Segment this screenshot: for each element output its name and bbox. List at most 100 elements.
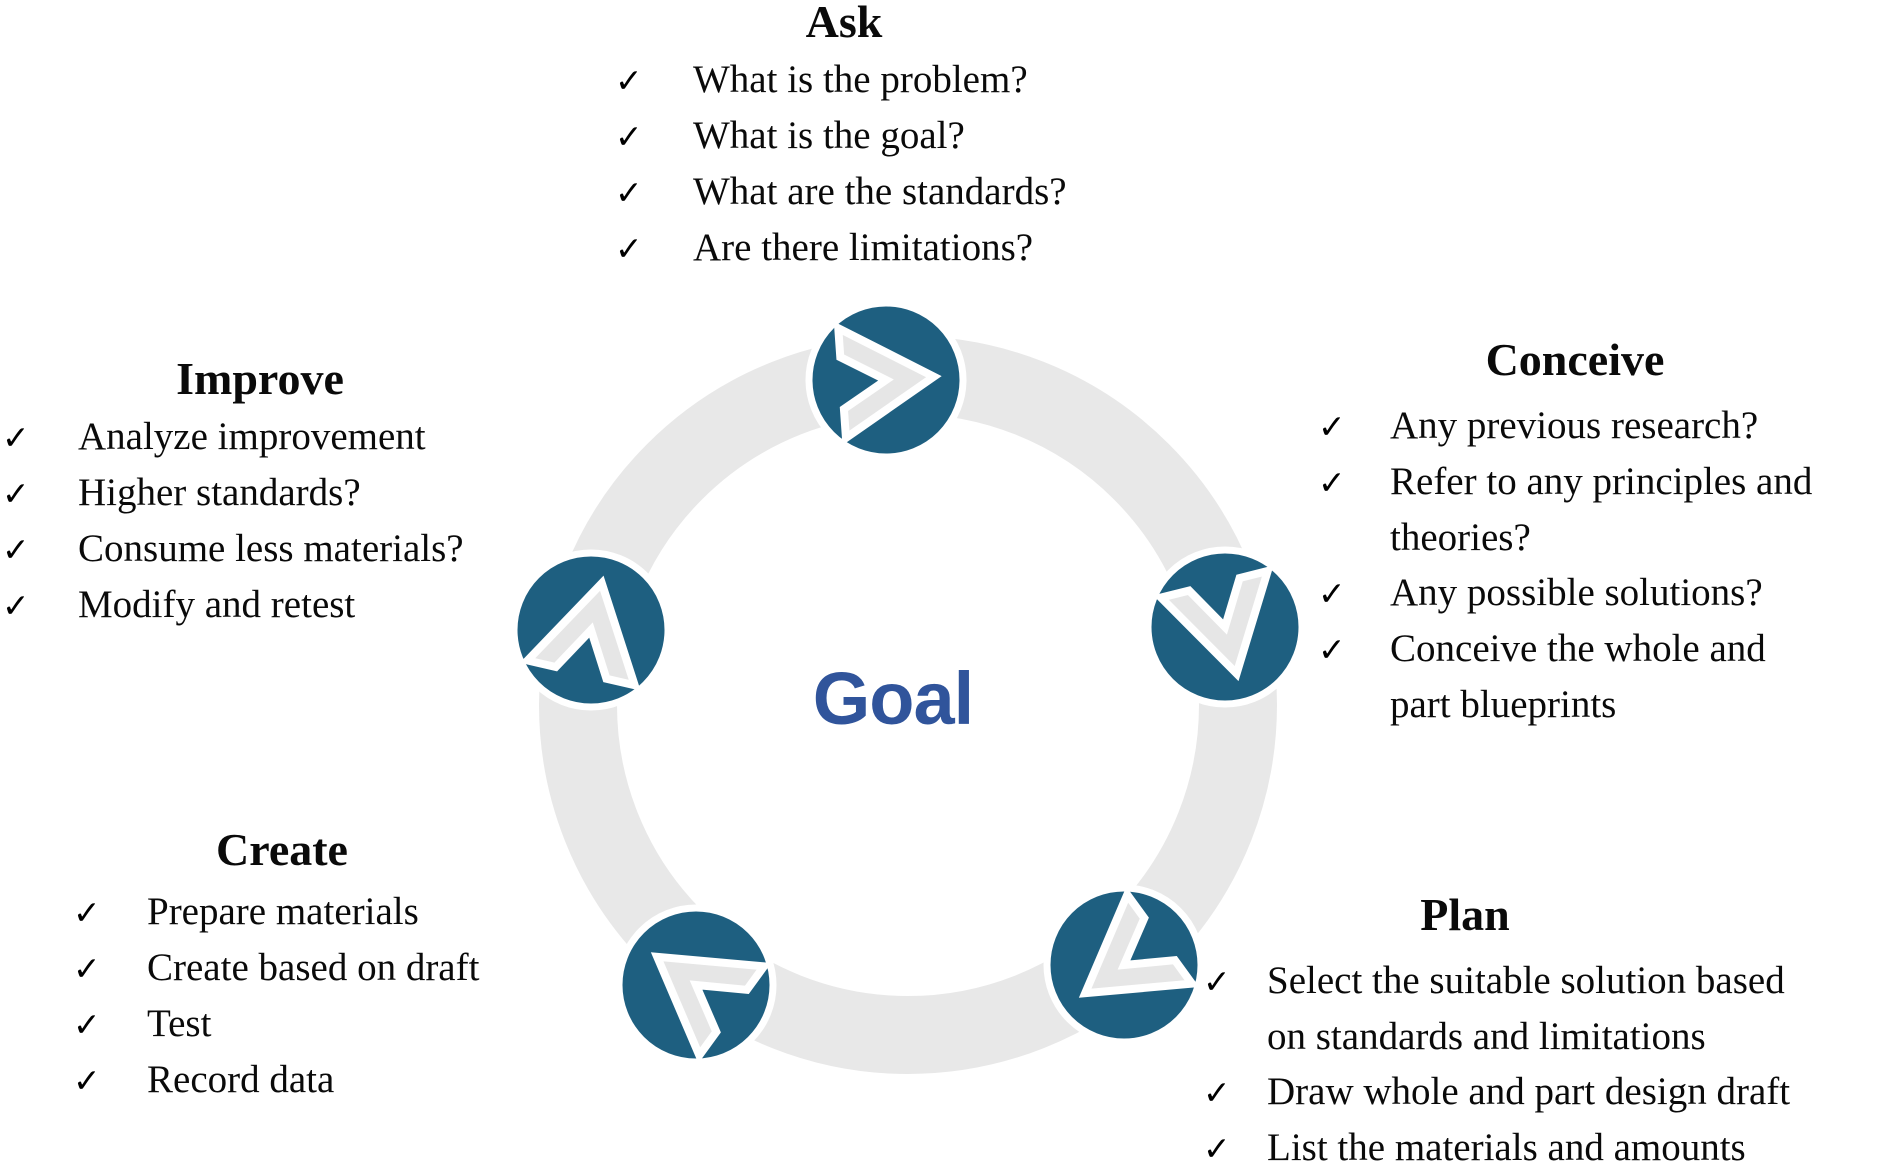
chevron-down-left-icon [1078,886,1200,998]
item-text: Prepare materials [147,890,419,933]
checklist-item: ✓ Modify and retest [2,577,520,633]
checklist-item: ✓Test [73,996,600,1052]
section-conceive: Conceive ✓Any previous research?✓Refer t… [1280,330,1870,732]
chevron-down-icon [1153,565,1274,682]
checklist-line: ✓Draw whole and part design draft [1203,1064,1890,1120]
check-icon: ✓ [1318,463,1346,502]
checklist-line: ✓ What is the goal? [615,108,1144,164]
section-ask: Ask ✓ What is the problem? ✓ What is the go… [544,0,1144,276]
section-plan: Plan ✓ Select the suitable solution based… [1195,885,1890,1174]
checklist-line: ✓ What is the problem? [615,52,1144,108]
check-icon: ✓ [1203,962,1231,1001]
item-text: Create based on draft [147,946,480,989]
item-text: Analyze improvement [78,415,426,458]
checklist-line: ✓ Refer to any principles and [1318,454,1870,510]
checklist-item: ✓ Any possible solutions? [1318,565,1870,621]
check-icon: ✓ [2,474,30,513]
chevron-up-icon [519,575,641,691]
check-icon: ✓ [1318,574,1346,613]
checklist-item: ✓ Analyze improvement [2,409,520,465]
item-text: theories? [1390,516,1531,559]
item-text: part blueprints [1390,683,1617,726]
checklist-line: ✓ Any previous research? [1318,398,1870,454]
checklist-item: ✓ Consume less materials? [2,521,520,577]
checklist-item: ✓ What are the standards? [615,164,1144,220]
section-title-create: Create [216,824,348,875]
item-text: Consume less materials? [78,527,464,570]
checklist-line: on standards and limitations [1203,1009,1890,1064]
checklist-item: ✓ Refer to any principles and theories? [1318,454,1870,565]
check-icon: ✓ [615,61,643,100]
section-create: Create ✓ Prepare materials ✓ Create based o… [60,820,600,1108]
item-text: Refer to any principles and [1390,460,1813,503]
checklist-conceive: ✓ Any previous research? ✓ Refer to any pri… [1280,398,1870,732]
checklist-line: ✓ Select the suitable solution based [1203,953,1890,1009]
item-text: Conceive the whole and [1390,627,1766,670]
check-icon: ✓ [73,1061,101,1100]
checklist-item: ✓List the materials and amounts [1203,1120,1890,1174]
stage-node-conceive [1144,546,1306,708]
item-text: Record data [147,1058,335,1101]
goal-label: Goal [812,657,974,740]
section-improve: Improve ✓Analyze improvement✓Higher stan… [0,349,520,633]
check-icon: ✓ [73,893,101,932]
checklist-line: ✓ Consume less materials? [2,521,520,577]
checklist-item: ✓ Prepare materials [73,884,600,940]
item-text: What is the problem? [693,58,1028,101]
chevron-right-icon [833,321,942,446]
check-icon: ✓ [615,117,643,156]
checklist-item: ✓ What is the problem? [615,52,1144,108]
item-text: What is the goal? [693,114,965,157]
item-text: Any possible solutions? [1390,571,1763,614]
check-icon: ✓ [1203,1129,1231,1168]
item-text: Any previous research? [1390,404,1759,447]
stage-node-create [615,904,777,1066]
checklist-line: ✓ Are there limitations? [615,220,1144,276]
stage-node-plan [1043,884,1205,1046]
checklist-line: ✓ Record data [73,1052,600,1108]
check-icon: ✓ [615,229,643,268]
checklist-line: ✓ What are the standards? [615,164,1144,220]
stage-node-ask [805,299,967,461]
item-text: Select the suitable solution based [1267,959,1785,1002]
checklist-item: ✓ What is the goal? [615,108,1144,164]
checklist-item: ✓Higher standards? [2,465,520,521]
checklist-line: ✓List the materials and amounts [1203,1120,1890,1174]
checklist-improve: ✓Analyze improvement✓Higher standards?✓C… [0,409,520,633]
section-title-ask: Ask [805,0,883,47]
item-text: Test [147,1002,212,1045]
checklist-item: ✓ Any previous research? [1318,398,1870,454]
check-icon: ✓ [1318,630,1346,669]
checklist-line: theories? [1318,510,1870,565]
check-icon: ✓ [1318,407,1346,446]
checklist-item: ✓Draw whole and part design draft [1203,1064,1890,1120]
check-icon: ✓ [2,586,30,625]
checklist-item: ✓ Select the suitable solution based on st… [1203,953,1890,1064]
item-text: Draw whole and part design draft [1267,1070,1791,1113]
checklist-line: ✓Higher standards? [2,465,520,521]
checklist-line: ✓ Modify and retest [2,577,520,633]
checklist-item: ✓ Conceive the whole and part blueprints [1318,621,1870,732]
checklist-ask: ✓What is the problem?✓What is the goal?✓… [544,52,1144,276]
checklist-line: ✓ Prepare materials [73,884,600,940]
checklist-line: ✓ Analyze improvement [2,409,520,465]
check-icon: ✓ [615,173,643,212]
item-text: on standards and limitations [1267,1015,1706,1058]
section-title-plan: Plan [1420,889,1510,940]
checklist-item: ✓ Are there limitations? [615,220,1144,276]
checklist-line: part blueprints [1318,677,1870,732]
item-text: Are there limitations? [693,226,1034,269]
checklist-item: ✓ Create based on draft [73,940,600,996]
check-icon: ✓ [2,530,30,569]
item-text: What are the standards? [693,170,1067,213]
checklist-item: ✓ Record data [73,1052,600,1108]
check-icon: ✓ [2,418,30,457]
check-icon: ✓ [73,949,101,988]
checklist-line: ✓ Create based on draft [73,940,600,996]
checklist-line: ✓Test [73,996,600,1052]
stage-node-improve [510,549,672,711]
item-text: Modify and retest [78,583,356,626]
checklist-line: ✓ Conceive the whole and [1318,621,1870,677]
